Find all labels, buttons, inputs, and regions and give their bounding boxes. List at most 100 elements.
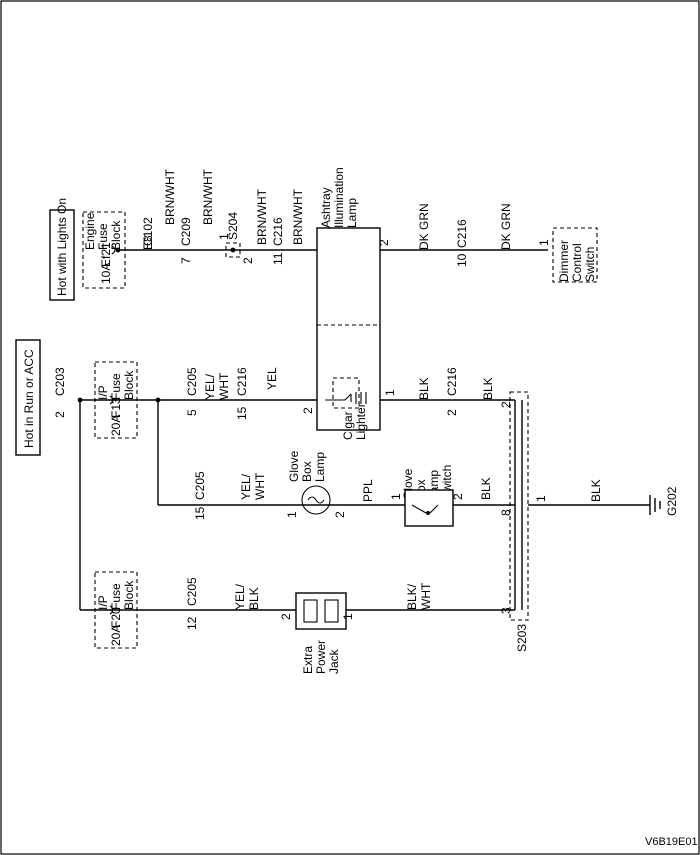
- splice-pin-1: 1: [534, 495, 548, 502]
- power-jack-socket-icon: [303, 599, 318, 623]
- svg-text:1: 1: [285, 511, 299, 518]
- wire-label-blk-wht-b: WHT: [419, 582, 433, 610]
- conn-c216-b: C216: [235, 367, 249, 396]
- conn-c203: C203: [53, 367, 67, 396]
- cigar-lighter: 2 Cigar Lighter 1: [301, 377, 397, 440]
- glove-box-lamp-switch: Glove Box Lamp Switch 1 2: [389, 465, 465, 527]
- wire-label-brn-wht-1: BRN/WHT: [163, 168, 177, 225]
- conn-c216-d-pin: 2: [445, 409, 459, 416]
- svg-text:Engine: Engine: [83, 212, 97, 250]
- conn-c216-c-pin: 10: [455, 253, 469, 267]
- splice-s204-box: [225, 242, 241, 258]
- svg-text:2: 2: [301, 407, 315, 414]
- wire-label-blk-wht-a: BLK/: [405, 583, 419, 610]
- power-label-run-acc-text: Hot in Run or ACC: [22, 349, 36, 448]
- conn-c209: C209: [179, 217, 193, 246]
- wire-label-yel-blk-a: YEL/: [233, 583, 247, 610]
- svg-text:Fuse: Fuse: [96, 223, 110, 250]
- svg-text:1: 1: [537, 239, 551, 246]
- dimmer-control-switch: 1 Dimmer Control Switch: [537, 227, 598, 283]
- conn-c216-a: C216: [271, 217, 285, 246]
- svg-text:Glove: Glove: [287, 450, 301, 482]
- svg-text:20A: 20A: [109, 625, 123, 646]
- wire-label-blk-4: BLK: [589, 479, 603, 502]
- figure-id: V6B19E01: [645, 836, 698, 848]
- wire-label-yel-wht-2b: WHT: [253, 472, 267, 500]
- power-label-lights-on-text: Hot with Lights On: [55, 198, 69, 296]
- svg-text:Block: Block: [109, 220, 123, 250]
- glove-box-lamp-bulb-icon: [301, 485, 331, 515]
- svg-text:2: 2: [333, 511, 347, 518]
- svg-text:Fuse: Fuse: [109, 373, 123, 400]
- svg-text:1: 1: [383, 389, 397, 396]
- svg-text:Extra: Extra: [301, 646, 315, 674]
- wire-label-dk-grn-2: DK GRN: [499, 203, 513, 250]
- conn-c205-c-pin: 12: [185, 616, 199, 630]
- wire-label-blk-1: BLK: [417, 377, 431, 400]
- svg-text:Switch: Switch: [583, 247, 597, 282]
- fuse-ef21-label: Ef21: [99, 242, 113, 267]
- svg-text:Ashtray: Ashtray: [319, 187, 333, 228]
- svg-text:I/P: I/P: [96, 385, 110, 400]
- conn-c216-c: C216: [455, 219, 469, 248]
- wire-label-yel-wht-1a: YEL/: [203, 373, 217, 400]
- svg-text:1: 1: [389, 493, 403, 500]
- wire-label-dk-grn-1: DK GRN: [417, 203, 431, 250]
- ground-g202-icon: [649, 495, 661, 515]
- conn-c216-a-pin: 11: [271, 252, 285, 265]
- svg-text:2: 2: [377, 239, 391, 246]
- svg-text:Cigar: Cigar: [341, 411, 355, 440]
- wire-label-brn-wht-2: BRN/WHT: [201, 168, 215, 225]
- svg-text:Dimmer: Dimmer: [557, 240, 571, 282]
- svg-text:Control: Control: [570, 243, 584, 282]
- svg-text:Block: Block: [122, 370, 136, 400]
- svg-text:20A: 20A: [109, 415, 123, 436]
- glove-box-lamp: Glove Box Lamp 1 2: [285, 450, 347, 518]
- splice-pin-8: 8: [499, 509, 513, 516]
- conn-c205-b-pin: 15: [193, 506, 207, 520]
- conn-c205-a-pin: 5: [185, 409, 199, 416]
- wire-label-yel: YEL: [265, 367, 279, 390]
- splice-s203-box: [509, 391, 529, 621]
- svg-text:I/P: I/P: [96, 595, 110, 610]
- power-label-lights-on: Hot with Lights On: [49, 198, 75, 301]
- svg-text:Lamp: Lamp: [313, 452, 327, 482]
- wire-label-yel-blk-b: BLK: [247, 587, 261, 610]
- conn-e8: E8: [141, 235, 155, 250]
- svg-text:Box: Box: [300, 461, 314, 482]
- svg-text:Lamp: Lamp: [345, 198, 359, 228]
- conn-c203-pin: 2: [53, 411, 67, 418]
- conn-c209-pin: 7: [179, 257, 193, 264]
- svg-text:Power: Power: [314, 640, 328, 674]
- ip-fuse-block-f20: I/P Fuse Block F20 20A: [94, 571, 138, 649]
- extra-power-jack: 2 1 Extra Power Jack: [279, 592, 355, 674]
- conn-c216-d: C216: [445, 367, 459, 396]
- splice-s203: S203: [515, 624, 529, 652]
- splice-s204-pin1: 1: [217, 233, 231, 240]
- wire-label-blk-3: BLK: [479, 477, 493, 500]
- svg-text:2: 2: [451, 493, 465, 500]
- conn-c205-a: C205: [185, 367, 199, 396]
- conn-c205-c: C205: [185, 577, 199, 606]
- splice-s204: S204: [226, 212, 240, 240]
- wire-label-blk-2: BLK: [481, 377, 495, 400]
- svg-text:Illumination: Illumination: [332, 167, 346, 228]
- conn-c216-b-pin: 15: [235, 406, 249, 420]
- svg-text:Fuse: Fuse: [109, 583, 123, 610]
- cigar-lighter-element-icon: [325, 392, 367, 404]
- splice-pin-3: 3: [499, 607, 513, 614]
- wire-label-yel-wht-1b: WHT: [217, 372, 231, 400]
- svg-text:2: 2: [279, 613, 293, 620]
- wire-label-ppl: PPL: [361, 479, 375, 502]
- power-label-run-acc: Hot in Run or ACC: [15, 339, 41, 456]
- fuse-ef21-rating: 10A: [99, 263, 113, 284]
- svg-text:Lighter: Lighter: [354, 403, 368, 440]
- conn-c102: C102: [141, 217, 155, 246]
- svg-text:1: 1: [341, 613, 355, 620]
- conn-c205-b: C205: [193, 471, 207, 500]
- ground-g202: G202: [665, 486, 679, 516]
- wire-label-yel-wht-2a: YEL/: [239, 473, 253, 500]
- wire-label-brn-wht-4: BRN/WHT: [291, 188, 305, 245]
